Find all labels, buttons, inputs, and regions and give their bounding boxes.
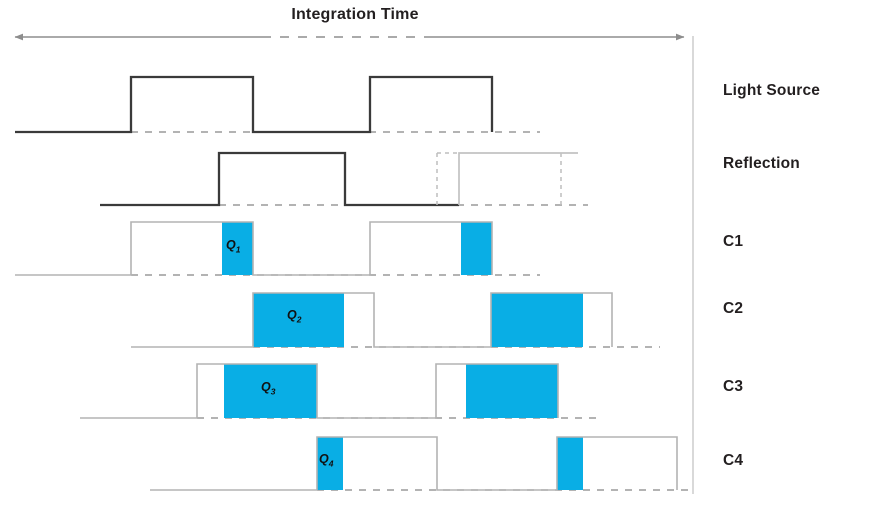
charge-label-q3-sub: 3 [270,386,276,397]
signal-light-source [15,75,540,134]
charge-label-q4-text: Q [319,452,329,466]
charge-fill-q4-a [317,437,343,490]
charge-label-q4: Q4 [319,452,333,469]
signal-reflection [100,151,588,207]
row-label-c1: C1 [723,233,744,250]
row-label-c4: C4 [723,452,744,469]
charge-fill-q1-a [222,222,253,275]
charge-label-q1-text: Q [226,238,236,252]
charge-fill-q1-b [461,222,492,275]
charge-label-q3-text: Q [261,380,271,394]
page-title: Integration Time [291,6,419,23]
charge-fill-q4-b [557,437,583,490]
signal-c2 [131,292,660,348]
signal-c4 [150,436,690,491]
charge-fill-q3-a [224,364,317,418]
signal-c3 [80,363,600,419]
charge-label-q4-sub: 4 [328,458,334,469]
charge-fill-q2-b [491,293,583,347]
reflection-ghost-pulse [436,152,562,205]
row-label-light-source: Light Source [723,82,821,99]
charge-label-q2: Q2 [287,308,301,325]
charge-fill-q2-a [253,293,344,347]
charge-fill-q3-b [466,364,558,418]
charge-label-q3: Q3 [261,380,275,397]
charge-label-q1: Q1 [226,238,240,255]
charge-label-q1-sub: 1 [235,244,241,255]
charge-label-q2-text: Q [287,308,297,322]
row-label-c3: C3 [723,378,744,395]
signal-c1 [15,221,540,276]
row-label-reflection: Reflection [723,155,800,172]
charge-label-q2-sub: 2 [296,314,302,325]
row-label-c2: C2 [723,300,744,317]
